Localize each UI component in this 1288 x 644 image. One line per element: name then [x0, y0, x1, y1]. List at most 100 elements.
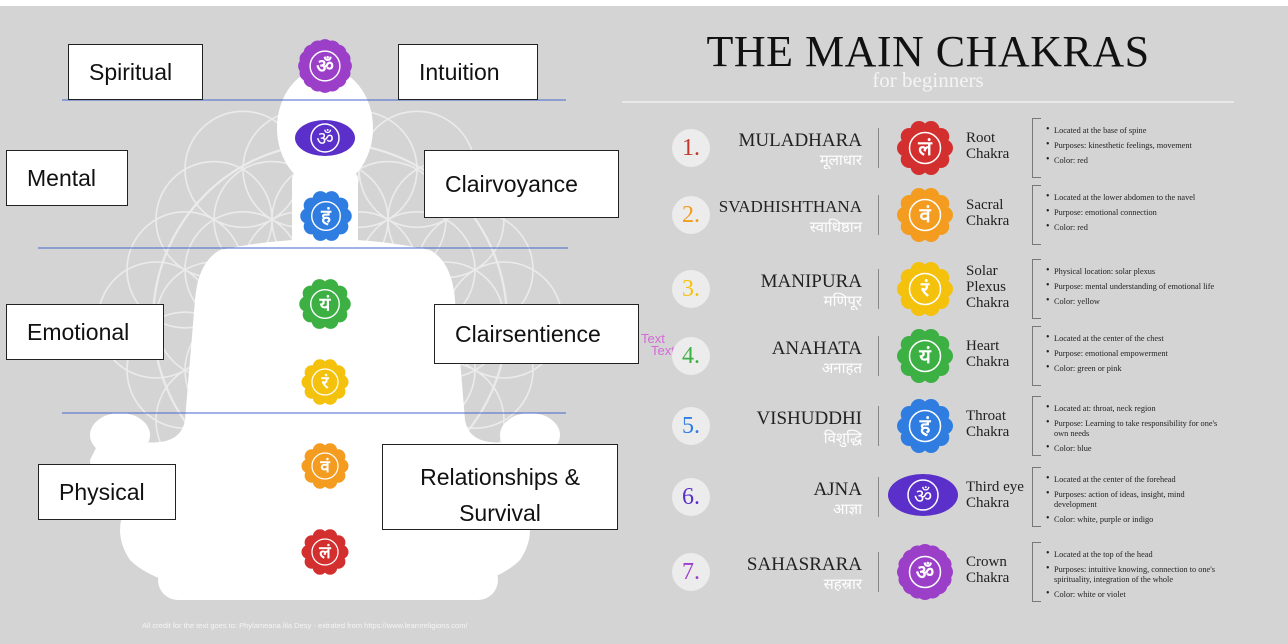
chakra-common-name-line: Plexus [966, 279, 1007, 295]
separator-line [878, 477, 879, 517]
svg-text:ॐ: ॐ [316, 55, 334, 78]
chakra-number-3: 3. [672, 270, 710, 308]
chakra-detail-item: Purpose: Learning to take responsibility… [1046, 418, 1224, 439]
list-chakra-symbol-sahasrara: ॐ [897, 544, 953, 600]
chakra-detail-item: Purposes: intuitive knowing, connection … [1046, 564, 1224, 585]
chakra-detail-item: Purposes: action of ideas, insight, mind… [1046, 489, 1224, 510]
separator-line [878, 336, 879, 376]
svg-text:ॐ: ॐ [914, 484, 932, 508]
body-chakra-svadhishthana: वं [301, 443, 349, 489]
svg-text:वं: वं [319, 456, 330, 476]
svg-text:ॐ: ॐ [916, 560, 934, 584]
chakra-number-4: 4. [672, 337, 710, 375]
chakra-common-name-line: Chakra [966, 495, 1010, 511]
chakra-common-name-line: Third eye [966, 479, 1024, 495]
svg-text:हं: हं [919, 414, 932, 438]
separator-line [878, 195, 879, 235]
svg-text:हं: हं [320, 206, 332, 227]
chakra-name-block-2: SVADHISHTHANA स्वाधिष्ठान [700, 197, 862, 237]
label-physical: Physical [38, 464, 176, 520]
chakra-common-name-line: Crown [966, 554, 1007, 570]
label-relationships-survival: Relationships & Survival [382, 444, 618, 530]
chakra-details-list: Located at the base of spinePurposes: ki… [1046, 125, 1286, 171]
chakra-sanskrit: स्वाधिष्ठान [809, 218, 862, 236]
bullet-bracket [1032, 326, 1041, 386]
chakra-number-2: 2. [672, 196, 710, 234]
chakra-common-name-line: Root [966, 130, 996, 146]
chakra-name: MULADHARA [738, 130, 863, 151]
separator-line [878, 128, 879, 168]
separator-line [878, 552, 879, 592]
chakra-common-name-line: Solar [966, 263, 998, 279]
chakra-detail-item: Color: red [1046, 222, 1286, 233]
chakra-detail-item: Purposes: kinesthetic feelings, movement [1046, 140, 1286, 151]
chakra-common-name-line: Sacral [966, 197, 1004, 213]
label-clairsentience: Clairsentience [434, 304, 639, 364]
chakra-name: AJNA [813, 479, 862, 500]
chakra-common-name-line: Chakra [966, 570, 1010, 586]
separator-line [878, 406, 879, 446]
bullet-bracket [1032, 467, 1041, 527]
body-chakra-muladhara: लं [301, 529, 349, 575]
chakra-detail-item: Purpose: emotional connection [1046, 207, 1286, 218]
chakra-detail-item: Located at the lower abdomen to the nave… [1046, 192, 1286, 203]
chakra-sanskrit: विशुद्धि [823, 429, 862, 447]
chakra-sanskrit: मणिपूर [823, 292, 862, 310]
chakra-common-name-line: Chakra [966, 146, 1010, 162]
chakra-details-list: Physical location: solar plexusPurpose: … [1046, 266, 1286, 312]
chakra-name: SAHASRARA [746, 554, 862, 575]
body-chakra-ajna: ॐ [295, 120, 355, 156]
label-spiritual: Spiritual [68, 44, 203, 100]
bullet-bracket [1032, 396, 1041, 456]
svg-text:रं: रं [920, 277, 930, 301]
placeholder-text-1: Text [641, 331, 665, 346]
body-chakra-vishuddhi: हं [300, 191, 352, 241]
svg-text:लं: लं [318, 542, 331, 562]
chakra-detail-item: Color: blue [1046, 443, 1286, 454]
chakra-details-list: Located at the center of the foreheadPur… [1046, 474, 1286, 530]
chakra-common-name-line: Chakra [966, 213, 1010, 229]
chakra-detail-item: Located at the base of spine [1046, 125, 1286, 136]
chakra-details-list: Located at the center of the chestPurpos… [1046, 333, 1286, 379]
body-chakra-manipura: रं [301, 359, 349, 405]
chakra-detail-item: Located at the top of the head [1046, 549, 1286, 560]
chakra-detail-item: Color: green or pink [1046, 363, 1286, 374]
list-chakra-symbol-muladhara: लं [897, 120, 953, 176]
chakra-detail-item: Purpose: emotional empowerment [1046, 348, 1286, 359]
svg-text:यं: यं [918, 344, 932, 368]
chakra-details-list: Located at: throat, neck regionPurpose: … [1046, 403, 1286, 459]
chakra-common-name-line: Chakra [966, 424, 1010, 440]
chakra-details-list: Located at the top of the headPurposes: … [1046, 549, 1286, 605]
chakra-sanskrit: मूलाधार [819, 151, 862, 169]
chakra-detail-item: Located at the center of the chest [1046, 333, 1286, 344]
chakra-number-5: 5. [672, 407, 710, 445]
label-clairvoyance: Clairvoyance [424, 150, 619, 218]
chakra-name: MANIPURA [760, 271, 862, 292]
chakra-common-name-line: Throat [966, 408, 1006, 424]
chakra-name: SVADHISHTHANA [718, 197, 862, 216]
main-subtitle: for beginners [872, 68, 984, 92]
body-chakra-anahata: यं [299, 279, 351, 329]
bullet-bracket [1032, 185, 1041, 245]
bullet-bracket [1032, 259, 1041, 319]
credit-text: All credit for the text goes to: Phylame… [142, 621, 468, 630]
separator-line [878, 269, 879, 309]
chakra-detail-item: Purpose: mental understanding of emotion… [1046, 281, 1286, 292]
main-title: THE MAIN CHAKRAS [706, 27, 1150, 76]
chakra-number-7: 7. [672, 553, 710, 591]
chakra-detail-item: Located at: throat, neck region [1046, 403, 1286, 414]
chakra-number-1: 1. [672, 129, 710, 167]
bullet-bracket [1032, 542, 1041, 602]
svg-text:ॐ: ॐ [316, 128, 333, 150]
svg-text:रं: रं [321, 372, 330, 392]
